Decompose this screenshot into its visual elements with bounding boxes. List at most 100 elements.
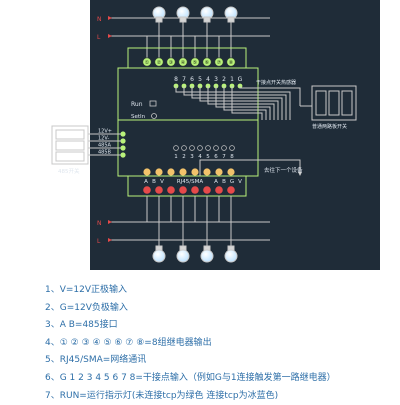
bottom-terminal-screw (155, 168, 163, 176)
terminal-number: ④ (181, 60, 186, 66)
relay-number: 3 (190, 154, 194, 160)
left-terminal-screw (120, 145, 126, 151)
relay-number: 6 (214, 154, 218, 160)
relay-led (173, 145, 179, 151)
output-terminal-screw (203, 186, 211, 194)
bottom-terminal-screw (179, 168, 187, 176)
note-item: 5、RJ45/SMA=网络通讯 (45, 355, 147, 366)
switch-485 (51, 125, 89, 165)
dry-contact-label: 干接点开关热感器 (256, 79, 296, 86)
normal-switch (300, 85, 357, 121)
terminal-screw (214, 57, 224, 67)
bottom-l-label: L (97, 238, 101, 245)
bottom-terminal-screw (143, 168, 151, 176)
input-terminal-label: 2 (222, 76, 226, 83)
note-item: 7、RUN=运行指示灯(未连接tcp为绿色 连接tcp为冰蓝色) (45, 390, 279, 401)
terminal-screw (178, 57, 188, 67)
input-terminal-label: 5 (198, 76, 202, 83)
output-terminal-screw (191, 186, 199, 194)
bulb-icon (200, 240, 214, 263)
bottom-terminal-label: B (152, 179, 156, 185)
terminal-number: ⑥ (205, 60, 210, 66)
output-terminal-screw (167, 186, 175, 194)
relay-led (181, 145, 187, 151)
output-terminal-screw (215, 186, 223, 194)
bottom-terminal-screw (227, 168, 235, 176)
output-terminal-screw (143, 186, 151, 194)
terminal-number: ① (145, 60, 150, 66)
notes-list: 1、V=12V正极输入 2、G=12V负极输入 3、A B=485接口 4、① … (45, 282, 395, 405)
bulb-icon (200, 6, 214, 62)
bulb-icon (176, 6, 190, 62)
top-n-label: N (97, 16, 102, 23)
top-l-label: L (97, 34, 101, 41)
input-terminal-label: 7 (182, 76, 186, 83)
input-terminal-label: 1 (230, 76, 234, 83)
relay-number: 2 (182, 154, 186, 160)
wiring-diagram: N L (51, 0, 380, 270)
left-terminal-screw (120, 131, 126, 137)
setin-label: SetIn (131, 114, 146, 120)
bottom-terminal-screw (167, 168, 175, 176)
top-bulbs (152, 6, 238, 62)
relay-led (205, 145, 211, 151)
note-item: 4、① ② ③ ④ ⑤ ⑥ ⑦ ⑧=8组继电器输出 (45, 337, 212, 348)
switch-485-label: 485开关 (58, 167, 80, 175)
bottom-terminal-row (143, 168, 235, 194)
bottom-terminal-screw (203, 168, 211, 176)
normal-switch-label: 普通两路板开关 (312, 123, 347, 130)
bottom-n-label: N (97, 220, 102, 227)
terminal-screw (190, 57, 200, 67)
next-device-label: 去往下一个设备 (264, 166, 303, 174)
relay-number: 8 (230, 154, 234, 160)
output-terminal-screw (179, 186, 187, 194)
diagram-background (90, 0, 380, 270)
left-terminal-screw (120, 138, 126, 144)
left-terminal-screw (120, 152, 126, 158)
note-item: 1、V=12V正极输入 (45, 285, 128, 295)
left-wires (88, 133, 121, 156)
left-terminal-label: 485B (98, 150, 112, 156)
relay-led (213, 145, 219, 151)
top-power-lines (108, 17, 270, 37)
bottom-l-arrow (108, 238, 112, 242)
bottom-terminal-screw (215, 168, 223, 176)
bottom-n-arrow (108, 220, 112, 224)
bottom-terminal-screw (191, 168, 199, 176)
terminal-screw (142, 57, 152, 67)
bulb-icon (152, 6, 166, 62)
output-terminal-screw (155, 186, 163, 194)
terminal-screw (166, 57, 176, 67)
relay-number: 4 (198, 154, 202, 160)
bottom-terminal-label: V (160, 179, 164, 185)
bottom-relay-wires (146, 196, 232, 240)
terminal-number: ③ (169, 60, 173, 66)
bottom-power-lines (108, 221, 270, 241)
bottom-bulbs (152, 240, 238, 263)
bottom-terminal-label: A (214, 179, 218, 185)
note-item: 6、G 1 2 3 4 5 6 7 8=干接点输入（例如G与1连接触发第一路继电… (45, 372, 336, 383)
relay-led (229, 145, 235, 151)
terminal-number: ② (157, 60, 162, 66)
terminal-number: ⑦ (217, 60, 222, 66)
relay-led (197, 145, 203, 151)
note-item: 3、A B=485接口 (45, 320, 118, 331)
left-terminal-label: 12V+ (98, 129, 112, 135)
output-terminal-screw (227, 186, 235, 194)
bulb-icon (152, 240, 166, 263)
setin-button (151, 113, 157, 119)
top-n-arrow (108, 16, 112, 20)
dry-contact-wires (175, 86, 301, 120)
note-item: 2、G=12V负极输入 (45, 302, 128, 313)
left-terminal-label: 485A (98, 143, 112, 149)
relay-led (189, 145, 195, 151)
bottom-terminal-label: V (238, 179, 242, 185)
terminal-screw (202, 57, 212, 67)
terminal-number: ⑧ (229, 60, 234, 66)
relay-led (221, 145, 227, 151)
bottom-terminal-label: G (230, 179, 234, 185)
